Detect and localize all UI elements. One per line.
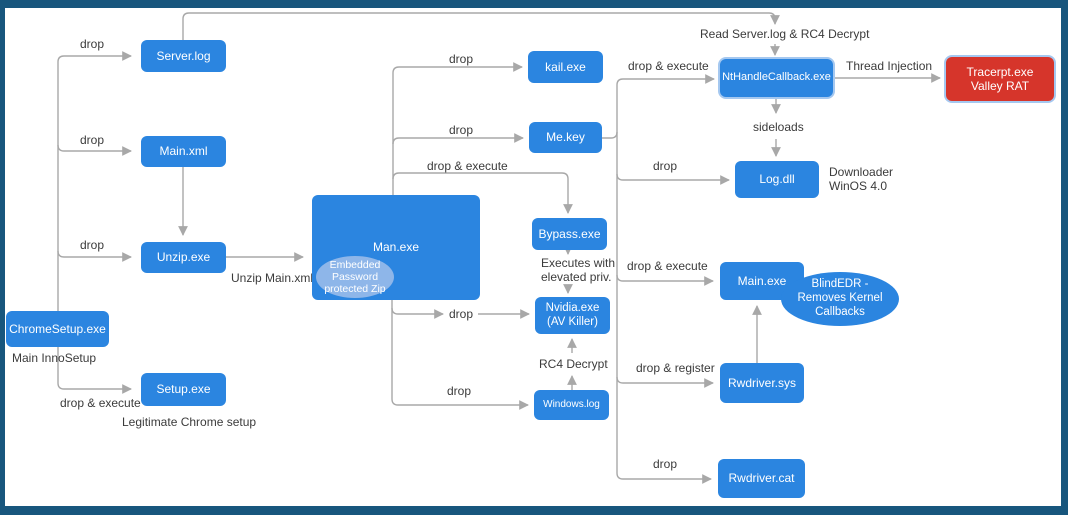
edge-man-nvidia-a (391, 307, 444, 319)
label-drop-unzip: drop (80, 238, 105, 252)
node-tracerpt-valleyrat: Tracerpt.exe Valley RAT (946, 57, 1054, 101)
label-drop-execute-bypass: drop & execute (427, 159, 508, 173)
label-downloader-winos: Downloader WinOS 4.0 (829, 165, 894, 194)
ellipse-embedded-password-zip: Embedded Password protected Zip (316, 256, 394, 298)
edge-serverlog-nthandle-a (182, 12, 780, 40)
label-drop-serverlog: drop (80, 37, 105, 51)
node-log-dll: Log.dll (735, 161, 819, 198)
node-nvidia-exe: Nvidia.exe (AV Killer) (535, 297, 610, 334)
label-legitimate-chrome-setup: Legitimate Chrome setup (122, 415, 257, 429)
label-rc4-decrypt: RC4 Decrypt (539, 357, 608, 371)
node-kail-exe: kail.exe (528, 51, 603, 83)
label-drop-execute-main: drop & execute (627, 259, 708, 273)
label-drop-register: drop & register (636, 361, 715, 375)
edge-chromesetup-setup (57, 347, 132, 394)
label-executes-elevated-priv: Executes with elevated priv. (541, 256, 616, 285)
edge-man-mekey (392, 133, 524, 145)
node-server-log: Server.log (141, 40, 226, 72)
edge-spine-logdll (616, 173, 730, 185)
label-drop-kail: drop (449, 52, 474, 66)
frame-border-right (1061, 0, 1068, 515)
label-drop-execute-setup: drop & execute (60, 396, 141, 410)
frame-border-left (0, 0, 5, 515)
ellipse-blindedr: BlindEDR - Removes Kernel Callbacks (781, 272, 899, 326)
node-setup-exe: Setup.exe (141, 373, 226, 406)
label-sideloads: sideloads (753, 120, 804, 134)
edge-man-kail (392, 62, 523, 195)
edge-chromesetup-serverlog (57, 51, 132, 311)
node-windows-log: Windows.log (534, 390, 609, 420)
node-rwdriver-cat: Rwdriver.cat (718, 459, 805, 498)
edge-spine-rwdrivercat (616, 132, 712, 484)
label-thread-injection: Thread Injection (846, 59, 933, 73)
node-rwdriver-sys: Rwdriver.sys (720, 363, 804, 403)
label-read-serverlog-rc4-decrypt: Read Server.log & RC4 Decrypt (700, 27, 870, 41)
edge-spine-mainexe (616, 274, 714, 286)
edge-mekey-nthandle (602, 74, 715, 139)
node-bypass-exe: Bypass.exe (532, 218, 607, 250)
label-drop-logdll: drop (653, 159, 678, 173)
node-man-exe: Man.exe (312, 195, 480, 300)
label-main-innosetup: Main InnoSetup (12, 351, 97, 365)
edge-man-bypass (392, 172, 573, 214)
edge-chromesetup-unzip (57, 250, 132, 262)
label-drop-mekey: drop (449, 123, 474, 137)
node-me-key: Me.key (529, 122, 602, 153)
frame-border-bottom (0, 506, 1068, 515)
edge-man-windowslog (391, 300, 529, 410)
edge-chromesetup-mainxml (57, 144, 132, 156)
node-main-xml: Main.xml (141, 136, 226, 167)
label-unzip-mainxml: Unzip Main.xml (231, 271, 314, 285)
label-drop-execute-nthandle: drop & execute (628, 59, 709, 73)
node-nthandlecallback-exe: NtHandleCallback.exe (720, 59, 833, 97)
label-drop-nvidia: drop (446, 307, 477, 322)
label-drop-rwdrivercat: drop (653, 457, 678, 471)
node-unzip-exe: Unzip.exe (141, 242, 226, 273)
edge-spine-rwdriversys (616, 376, 714, 388)
node-chromesetup-exe: ChromeSetup.exe (6, 311, 109, 347)
label-drop-windowslog: drop (447, 384, 472, 398)
label-drop-mainxml: drop (80, 133, 105, 147)
frame-border-top (0, 0, 1068, 8)
